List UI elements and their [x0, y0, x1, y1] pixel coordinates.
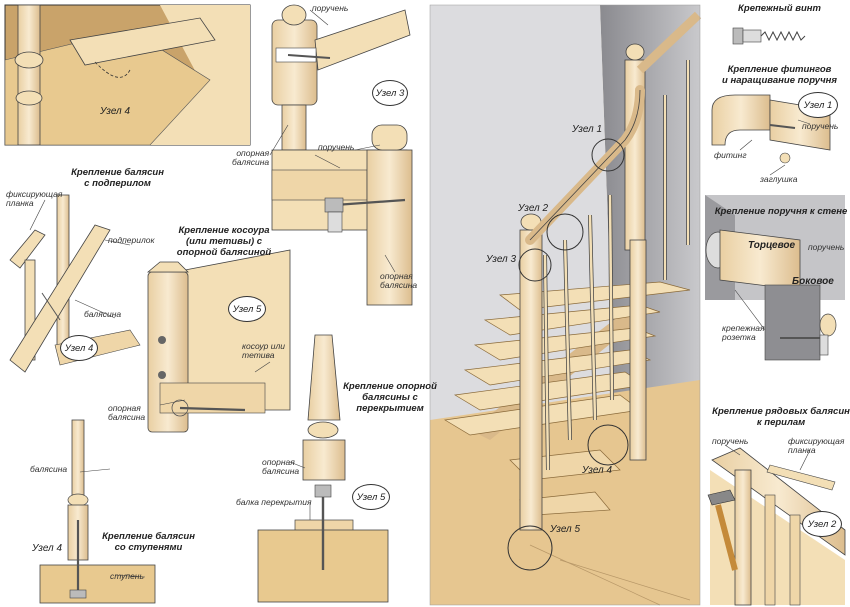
label-balyasina-2: балясина	[30, 464, 68, 474]
title-row-balusters: Крепление рядовых балясин к перилам	[712, 406, 850, 428]
node-label-uzel3-main: Узел 3	[486, 254, 517, 265]
title-fittings: Крепление фитингов и наращивание поручня	[722, 64, 837, 86]
label-krepezhnaya-rozetka: крепежная розетка	[722, 323, 765, 342]
node-label-uzel4-top: Узел 4	[100, 106, 131, 117]
node-label-uzel5-main: Узел 5	[550, 524, 581, 535]
node-circle-uzel5-right: Узел 5	[352, 484, 390, 510]
node-label-uzel1-main: Узел 1	[572, 124, 603, 135]
label-bokovoe: Боковое	[792, 276, 834, 287]
panel-stringer-post	[146, 249, 291, 433]
panel-uzel4-detail	[4, 4, 251, 146]
title-wall-mount: Крепление поручня к стене	[714, 206, 848, 217]
node-circle-uzel4-left: Узел 4	[60, 335, 98, 361]
label-poruchen-mid: поручень	[318, 142, 355, 152]
panel-screw	[732, 27, 806, 45]
node-circle-uzel1-right: Узел 1	[798, 92, 838, 118]
node-circle-uzel2-right: Узел 2	[802, 511, 842, 537]
panel-wall-mount	[705, 195, 845, 361]
title-screw: Крепежный винт	[738, 3, 821, 14]
label-zaglushka: заглушка	[760, 174, 798, 184]
panel-post-floor	[257, 334, 389, 603]
label-poruchen-wall: поручень	[808, 242, 845, 252]
node-label-uzel2-main: Узел 2	[518, 203, 549, 214]
node-circle-uzel3: Узел 3	[372, 80, 408, 106]
label-tortsevoe: Торцевое	[748, 240, 796, 251]
label-opornaya-balyasina-4: опорная балясина	[262, 457, 300, 476]
title-baluster-step: Крепление балясин со ступенями	[102, 531, 195, 553]
label-fiksiruyushchaya-planka-1: фиксирующая планка	[6, 189, 63, 208]
label-balyasina-1: балясина	[84, 309, 122, 319]
label-fiksiruyushchaya-planka-2: фиксирующая планка	[788, 436, 845, 455]
main-staircase	[429, 4, 702, 606]
leader-lines	[29, 9, 811, 578]
title-balusters-handrail: Крепление балясин с подперилом	[71, 167, 164, 189]
label-poruchen-bottom: поручень	[712, 436, 749, 446]
panel-baluster-step	[39, 419, 156, 604]
label-opornaya-balyasina-2: опорная балясина	[380, 271, 418, 290]
label-balka-perekrytiya: балка перекрытия	[236, 497, 312, 507]
label-poruchen-right: поручень	[802, 121, 839, 131]
panel-uzel3-detail	[271, 4, 413, 306]
label-kosour-ili-tetiva: косоур или тетива	[242, 341, 286, 360]
label-stupen: ступень	[110, 571, 144, 581]
node-label-uzel4-bottom: Узел 4	[32, 543, 63, 554]
node-circle-uzel5-mid: Узел 5	[228, 296, 266, 322]
title-stringer-post: Крепление косоура (или тетивы) с опорной…	[176, 225, 272, 258]
label-poruchen-top: поручень	[312, 3, 349, 13]
label-fiting: фитинг	[714, 150, 747, 160]
title-post-floor: Крепление опорной балясины с перекрытием	[343, 381, 437, 414]
label-opornaya-balyasina-1: опорная балясина	[232, 148, 270, 167]
node-label-uzel4-main: Узел 4	[582, 465, 613, 476]
label-opornaya-balyasina-3: опорная балясина	[108, 403, 146, 422]
label-podperilok: подперилок	[108, 235, 155, 245]
